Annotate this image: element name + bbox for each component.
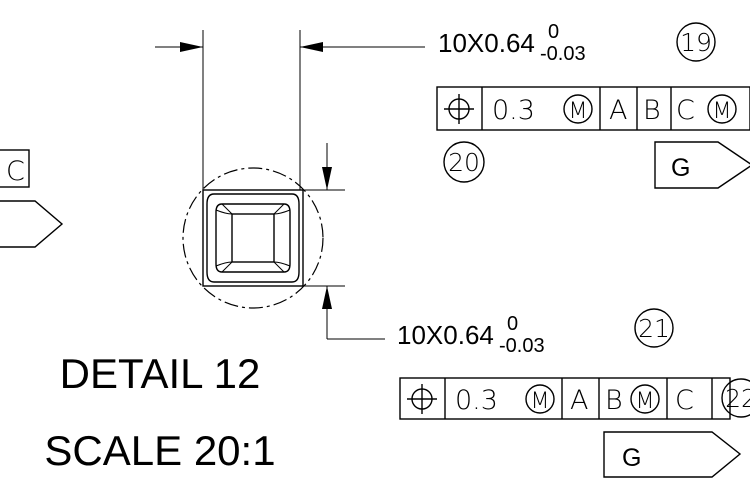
bevel-tl	[215, 209, 233, 215]
position-symbol-icon	[444, 94, 474, 124]
arrowhead-up	[322, 286, 332, 309]
fcf-top-datum-a: A	[609, 95, 627, 126]
fcf-top-frame	[436, 86, 750, 131]
datum-flag-top-label: G	[671, 154, 690, 182]
balloon-19: 19	[676, 22, 716, 62]
mmc-modifier-icon: M	[707, 94, 737, 124]
fcf-bottom-datum-c: C	[675, 385, 694, 416]
datum-flag-top: G	[654, 141, 750, 189]
datum-flag-bottom-label: G	[622, 444, 641, 472]
datum-flag-bottom: G	[603, 431, 742, 478]
balloon-22: 22	[721, 378, 750, 418]
pad-outer-square	[202, 189, 304, 287]
fcf-bottom-datum-a: A	[570, 385, 588, 416]
height-dimension: 10X0.64 0 -0.03	[303, 143, 545, 357]
position-symbol-icon	[407, 384, 437, 414]
detail-caption: DETAIL 12 SCALE 20:1	[44, 350, 275, 474]
balloon-22-circle	[721, 378, 750, 418]
balloon-21: 21	[634, 308, 674, 348]
datum-flag-left	[0, 200, 64, 248]
balloon-19-label: 19	[680, 28, 712, 57]
bevel-br	[273, 261, 291, 267]
pad-rounded-body	[206, 193, 300, 283]
bevel-bl	[215, 261, 233, 267]
dim-top-upper-tol: 0	[548, 21, 559, 43]
mmc-modifier-icon: M	[630, 384, 660, 414]
balloon-20-label: 20	[448, 148, 480, 177]
bevel-br2	[273, 261, 285, 273]
arrowhead-right	[300, 42, 323, 52]
bevel-bl2	[221, 261, 233, 273]
datum-flag-top-shape	[654, 141, 750, 189]
datum-flag-bottom-shape	[603, 431, 742, 478]
balloon-20-circle	[443, 141, 485, 183]
balloon-21-circle	[634, 308, 674, 348]
width-dimension: 10X0.64 0 -0.03	[155, 21, 586, 190]
fcf-bottom-mmc-1: M	[531, 389, 550, 414]
mmc-modifier-icon: M	[563, 94, 593, 124]
fcf-top-mmc-2: M	[713, 99, 732, 124]
fcf-bottom-frame	[399, 377, 731, 420]
detail-title: DETAIL 12	[60, 350, 261, 397]
fcf-top-mmc-1: M	[569, 99, 588, 124]
fcf-bottom: 0.3 M A B M C	[399, 377, 731, 420]
detail-scale: SCALE 20:1	[44, 427, 275, 474]
arrowhead-down	[322, 167, 332, 190]
dim-top-lower-tol: -0.03	[540, 43, 586, 65]
fcf-bottom-tolerance: 0.3	[455, 385, 498, 416]
fcf-top: 0.3 M A B C M	[436, 86, 750, 131]
bevel-tl2	[221, 203, 233, 215]
balloon-21-label: 21	[638, 314, 670, 343]
fcf-top-datum-b: B	[643, 95, 661, 126]
mmc-modifier-icon: M	[525, 384, 555, 414]
detail-boundary-circle	[182, 167, 324, 309]
pad-center-square	[231, 213, 275, 263]
bevel-tr	[273, 209, 291, 215]
balloon-20: 20	[443, 141, 485, 183]
dim-top-main: 10X0.64	[438, 28, 535, 58]
fcf-bottom-mmc-2: M	[636, 389, 655, 414]
detail-view	[182, 167, 324, 309]
balloon-19-circle	[676, 22, 716, 62]
fcf-top-datum-c: C	[676, 95, 695, 126]
bevel-tr2	[273, 203, 285, 215]
fcf-top-tolerance: 0.3	[492, 95, 535, 126]
arrowhead-left	[180, 42, 203, 52]
balloon-22-label: 22	[725, 384, 750, 413]
dim-bottom-upper-tol: 0	[507, 313, 518, 335]
fcf-left-cell	[0, 149, 30, 188]
dim-bottom-main: 10X0.64	[397, 320, 494, 350]
dim-bottom-lower-tol: -0.03	[499, 335, 545, 357]
fcf-bottom-datum-b: B	[605, 385, 623, 416]
fcf-left-partial: C	[0, 149, 64, 248]
fcf-left-datum-c: C	[6, 156, 25, 187]
